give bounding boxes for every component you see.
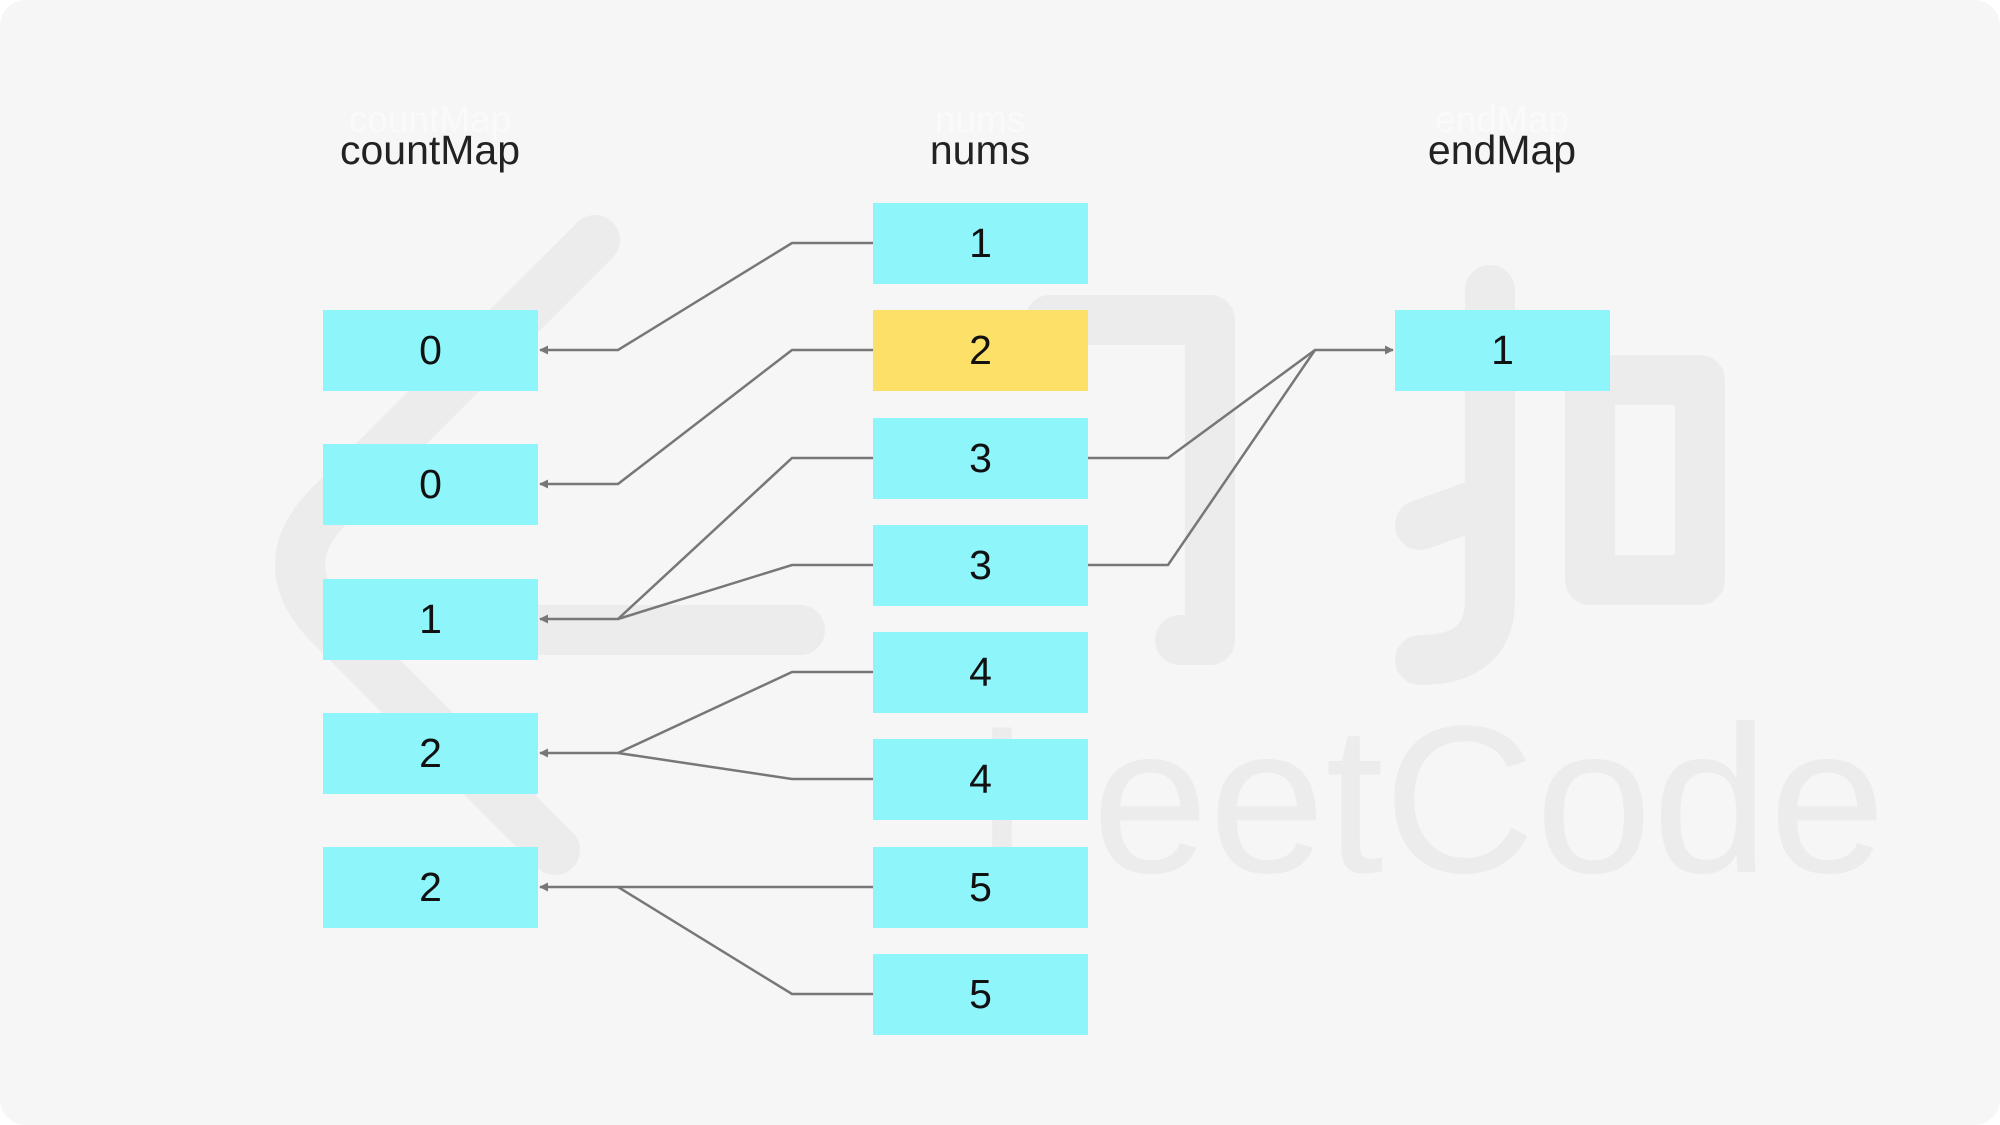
nums-cell: 1 bbox=[873, 203, 1088, 284]
countmap-ghost-title: countMap bbox=[348, 99, 512, 140]
endmap-cell: 1 bbox=[1395, 310, 1610, 391]
arrow-nums1-to-count1 bbox=[539, 348, 873, 489]
nums-ghost-title: nums bbox=[934, 99, 1026, 140]
arrow-nums5-to-count3 bbox=[617, 751, 873, 781]
countmap-cell: 0 bbox=[323, 444, 538, 525]
countmap-title: countMap bbox=[339, 127, 521, 173]
countmap-cell: 2 bbox=[323, 713, 538, 794]
arrow-nums7-to-count4 bbox=[617, 885, 873, 996]
arrow-nums0-to-count0 bbox=[539, 241, 873, 355]
nums-cell: 4 bbox=[873, 632, 1088, 713]
nums-cell: 5 bbox=[873, 954, 1088, 1035]
arrow-nums4-to-count3 bbox=[539, 670, 873, 758]
nums-cell-highlighted: 2 bbox=[873, 310, 1088, 391]
nums-cell: 4 bbox=[873, 739, 1088, 820]
countmap-cell: 0 bbox=[323, 310, 538, 391]
watermark-text: LeetCode bbox=[975, 682, 1886, 917]
nums-cell: 3 bbox=[873, 418, 1088, 499]
countmap-cell: 2 bbox=[323, 847, 538, 928]
nums-cell: 3 bbox=[873, 525, 1088, 606]
endmap-title: endMap bbox=[1427, 127, 1577, 173]
arrow-nums2-to-end0 bbox=[1087, 345, 1394, 460]
arrow-nums2-to-count2 bbox=[539, 456, 873, 624]
endmap-ghost-title: endMap bbox=[1435, 99, 1569, 140]
arrow-nums3-to-end0 bbox=[1087, 349, 1317, 567]
nums-title: nums bbox=[929, 127, 1031, 173]
nums-cell: 5 bbox=[873, 847, 1088, 928]
countmap-cell: 1 bbox=[323, 579, 538, 660]
arrow-nums3-to-count2 bbox=[617, 563, 873, 621]
